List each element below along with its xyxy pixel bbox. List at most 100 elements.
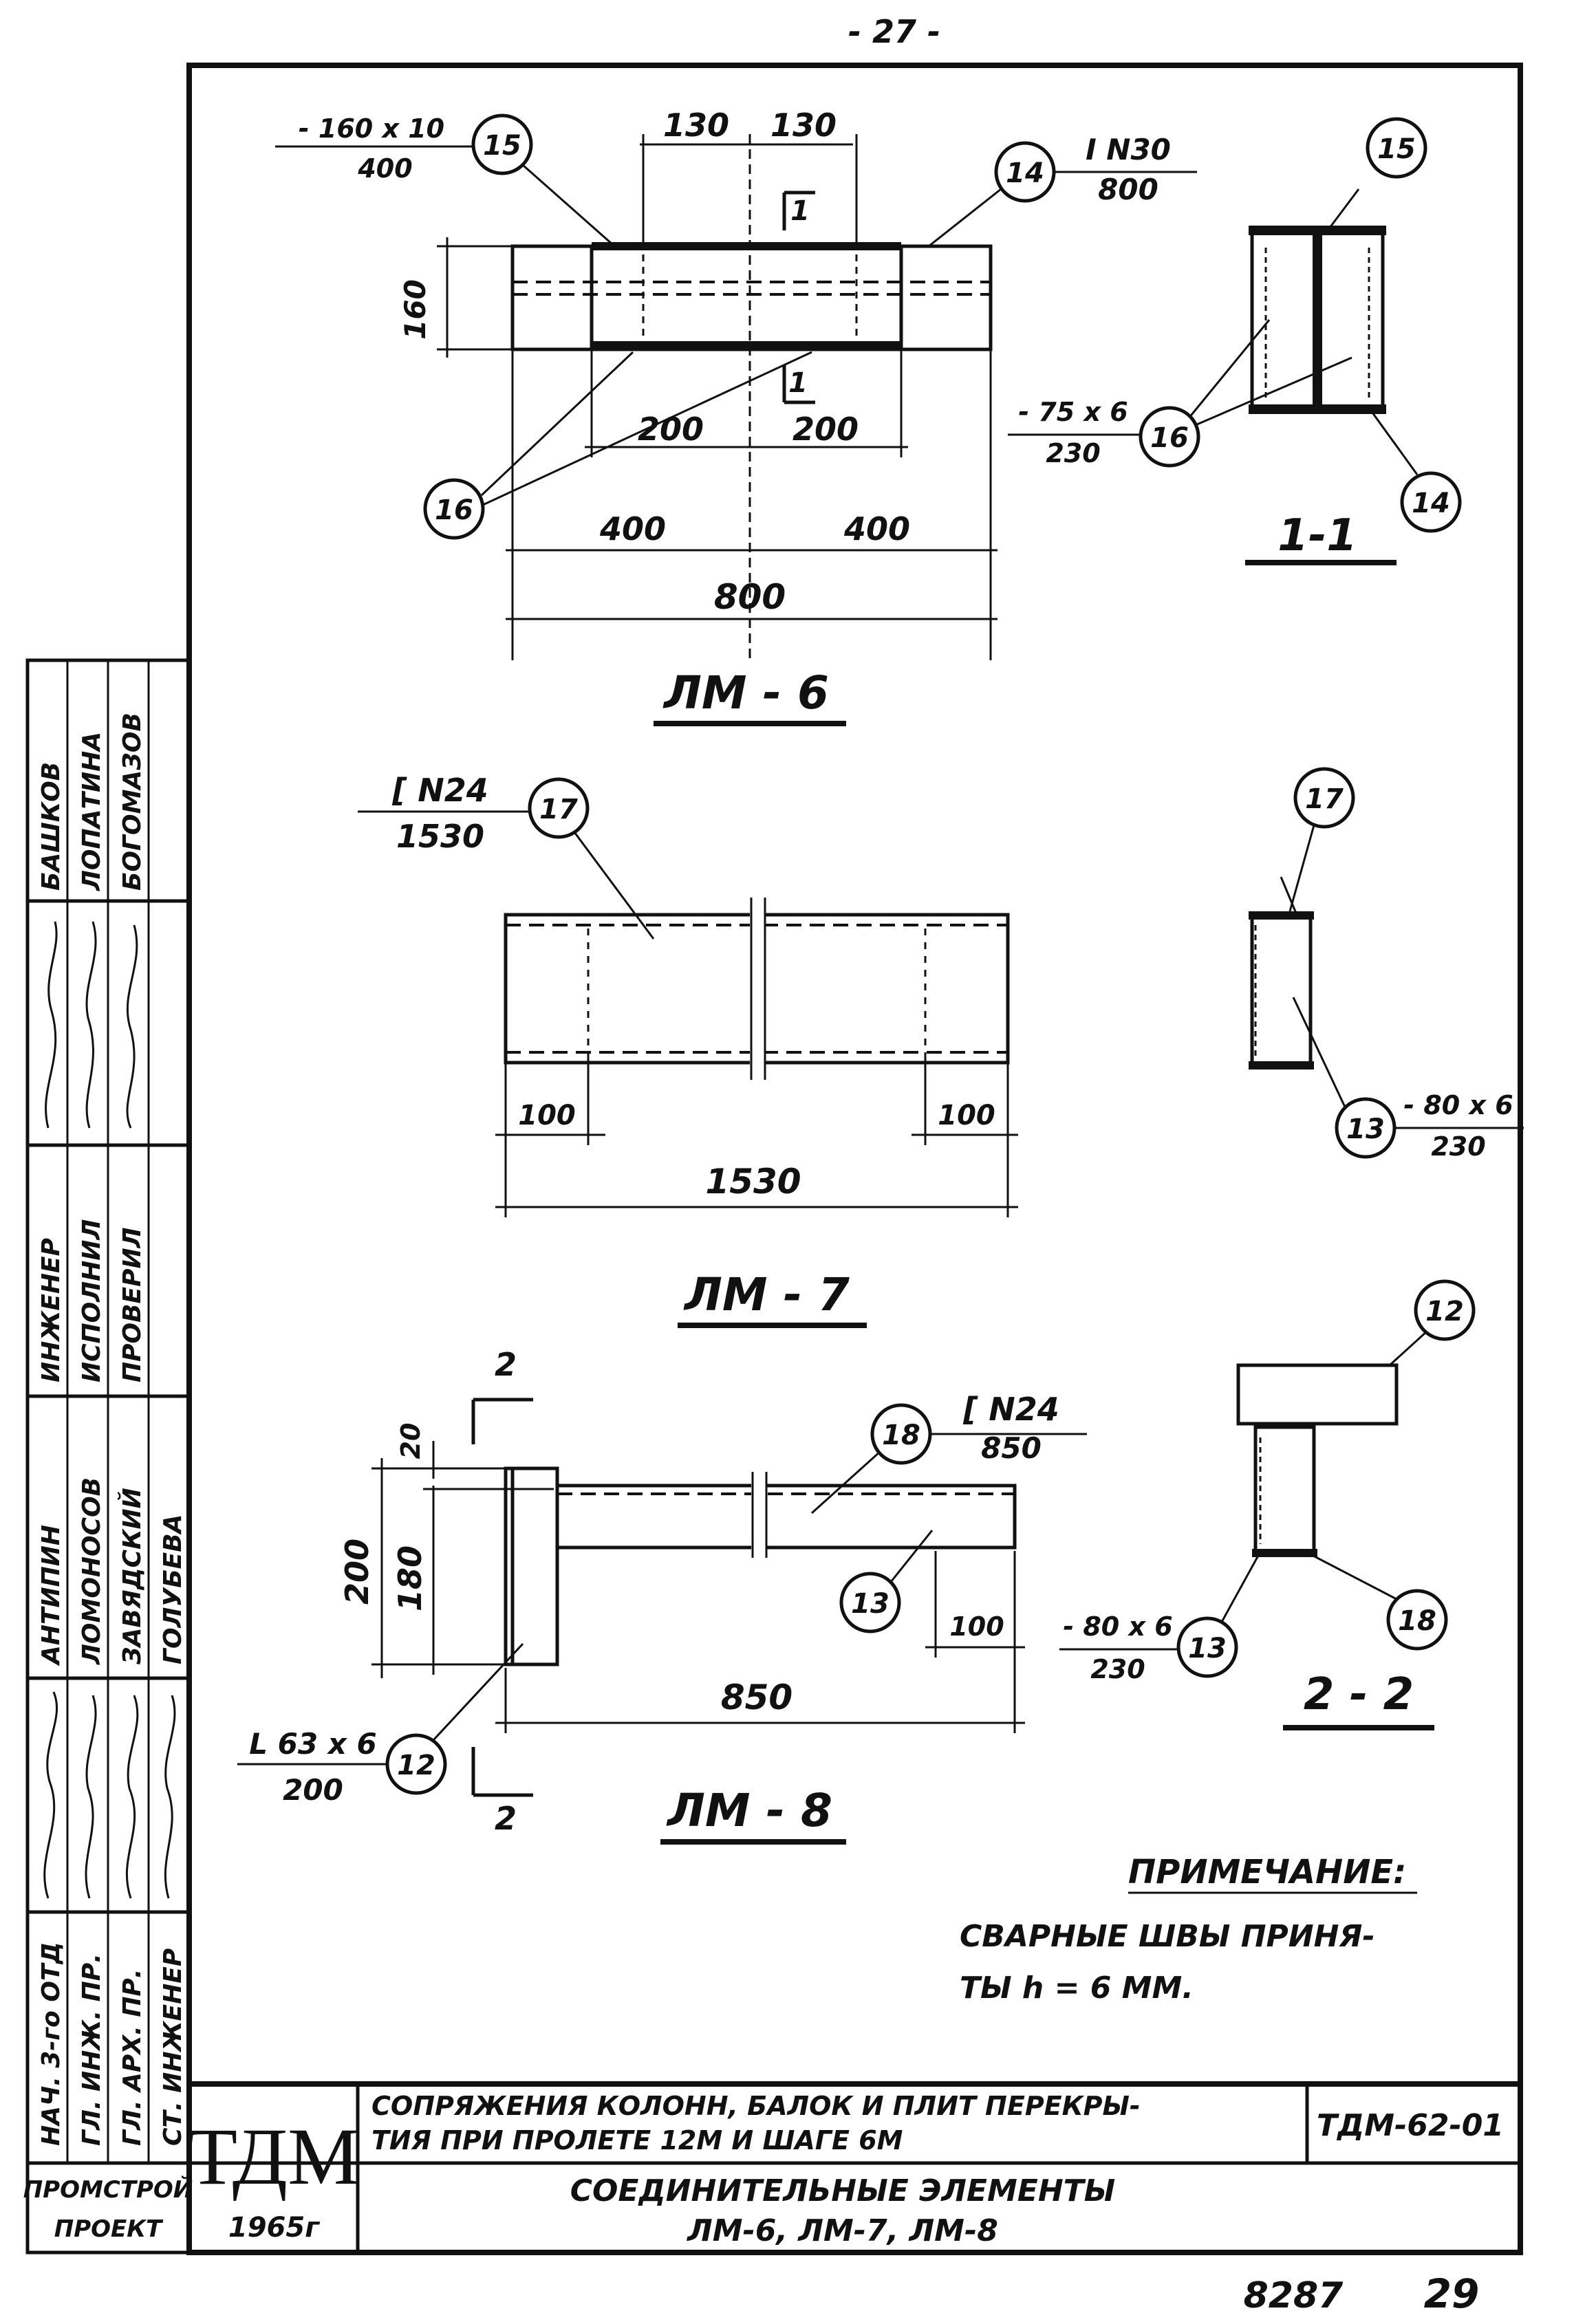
lm7-dim-100b: 100 [938, 1100, 995, 1131]
lm8-dim-200: 200 [338, 1539, 376, 1605]
lm6-callout-15-label-top: - 160 x 10 [299, 113, 444, 144]
lm7-dimensions: 100 100 1530 [495, 1052, 1018, 1217]
tb-org-1: ПРОМСТРОЙ [23, 2175, 193, 2204]
tb-title-1: СОПРЯЖЕНИЯ КОЛОНН, БАЛОК И ПЛИТ ПЕРЕКРЫ- [371, 2091, 1141, 2121]
lm7-bubble-13: 13 [1346, 1114, 1385, 1145]
lm8-section-title: 2 - 2 [1304, 1669, 1414, 1720]
lm7-callout-13-label-top: - 80 x 6 [1403, 1090, 1513, 1120]
lm8-callout-13-label-top: - 80 x 6 [1063, 1611, 1172, 1642]
lm8-section-mark: 2 2 [471, 1346, 533, 1837]
lm8-dim-850: 850 [721, 1677, 792, 1717]
lm8-title: ЛМ - 8 [666, 1784, 832, 1837]
lm8-section-bubble-18: 18 [1398, 1605, 1436, 1637]
lm7-dim-1530: 1530 [705, 1162, 801, 1202]
lm6-dim-200b: 200 [792, 411, 859, 448]
side-stamp: НАЧ. 3-го ОТД ГЛ. ИНЖ. ПР. ГЛ. АРХ. ПР. … [25, 658, 191, 2165]
lm7-callout-13-label-bottom: 230 [1431, 1131, 1485, 1162]
stamp-name-2: ЛОПАТИНА [78, 732, 106, 891]
lm8-section-mark-top: 2 [495, 1346, 517, 1383]
lm8-callout-12: L 63 x 6 200 12 [237, 1642, 524, 1807]
lm8-section-bubble-13: 13 [1188, 1633, 1227, 1664]
lm6-elevation [510, 242, 993, 351]
stamp-role-1: НАЧ. 3-го ОТД [37, 1942, 65, 2146]
lm8-dim-180: 180 [391, 1545, 429, 1611]
lm7-bubble-17: 17 [539, 794, 578, 825]
lm8-bubble-12: 12 [397, 1750, 435, 1781]
lm6-bubble-15: 15 [483, 130, 521, 162]
lm7-section-bubble-17: 17 [1305, 783, 1344, 815]
stamp-role-2: ГЛ. ИНЖ. ПР. [78, 1953, 106, 2146]
lm7-elevation [504, 898, 1010, 1080]
stamp-role-3: ГЛ. АРХ. ПР. [118, 1969, 147, 2146]
note-title: ПРИМЕЧАНИЕ: [1128, 1853, 1406, 1891]
lm8-callout-12-label-top: L 63 x 6 [249, 1727, 376, 1761]
lm7-section: 17 13 - 80 x 6 230 [1249, 767, 1524, 1162]
lm6-callout-14-label-top: I N30 [1086, 133, 1171, 166]
lm6-callout-15-label-bottom: 400 [357, 153, 412, 184]
lm6-bubble-16: 16 [435, 495, 473, 526]
lm6-section-mark-top: 1 [790, 195, 810, 227]
lm6-bubble-14: 14 [1006, 158, 1044, 189]
lm6-dim-800: 800 [714, 577, 786, 617]
lm6-section-mark: 1 1 [782, 191, 815, 404]
lm7-callout-17: [ N24 1530 17 [358, 772, 655, 940]
tb-subtitle-1: СОЕДИНИТЕЛЬНЫЕ ЭЛЕМЕНТЫ [570, 2173, 1116, 2208]
signature-4 [43, 1691, 58, 1899]
stamp-role-name-2: ЛОМОНОСОВ [78, 1477, 106, 1665]
lm6-dim-400a: 400 [599, 510, 666, 547]
lm7-callout-17-label-bottom: 1530 [396, 818, 484, 855]
stamp-position-3: ПРОВЕРИЛ [118, 1227, 147, 1382]
lm8-callout-13-label-bottom: 230 [1090, 1654, 1145, 1684]
lm8-elevation [504, 1466, 1017, 1666]
lm6-dimensions: 130 130 160 200 200 400 400 800 [398, 107, 998, 660]
tb-title-2: ТИЯ ПРИ ПРОЛЕТЕ 12М И ШАГЕ 6М [371, 2125, 903, 2155]
lm6-dim-400b: 400 [843, 510, 910, 547]
tb-org-2: ПРОЕКТ [54, 2215, 164, 2243]
tb-subtitle-2: ЛМ-6, ЛМ-7, ЛМ-8 [686, 2213, 998, 2248]
lm7-callout-17-label-top: [ N24 [391, 772, 488, 809]
signature-5 [85, 1695, 97, 1899]
lm6-section-bubble-14: 14 [1412, 488, 1450, 519]
tb-code: ТДМ-62-01 [1317, 2108, 1504, 2143]
tb-logo: ТДМ [188, 2111, 360, 2202]
stamp-name-1: БАШКОВ [37, 762, 65, 891]
lm8-callout-18: 18 [ N24 850 [810, 1391, 1087, 1514]
lm8-section-mark-bottom: 2 [495, 1800, 517, 1837]
lm7-dim-100a: 100 [518, 1100, 576, 1131]
lm6-section-mark-bottom: 1 [788, 367, 808, 399]
lm6-dim-130b: 130 [770, 107, 837, 144]
lm6-section-title: 1-1 [1277, 510, 1357, 561]
signature-3 [126, 924, 138, 1129]
page-bottom-number-1: 8287 [1244, 2275, 1344, 2316]
lm6-section-bubble-16: 16 [1150, 422, 1189, 454]
lm8-bubble-18: 18 [882, 1420, 920, 1451]
lm8-callout-18-label-bottom: 850 [981, 1431, 1042, 1465]
tb-year: 1965г [228, 2212, 320, 2244]
lm6-callout-15: - 160 x 10 400 15 [275, 113, 613, 246]
stamp-role-name-1: АНТИПИН [37, 1525, 65, 1666]
stamp-position-1: ИНЖЕНЕР [37, 1238, 65, 1382]
title-block: ТДМ 1965г СОПРЯЖЕНИЯ КОЛОНН, БАЛОК И ПЛИ… [188, 2081, 1520, 2252]
lm8-callout-13: 13 [839, 1530, 934, 1633]
signature-2 [85, 921, 97, 1129]
stamp-name-3: БОГОМАЗОВ [118, 713, 147, 891]
lm6-callout-16: 16 [423, 351, 812, 540]
lm6-dim-130a: 130 [663, 107, 729, 144]
page-bottom-number-2: 29 [1424, 2270, 1480, 2317]
lm6-section-1-1: 15 16 - 75 x 6 230 14 1-1 [1008, 117, 1462, 565]
lm8-dim-20: 20 [396, 1423, 426, 1459]
lm6-dim-160: 160 [398, 279, 432, 340]
lm6-section-bubble-15: 15 [1377, 133, 1416, 165]
lm8-dimensions: 20 200 180 100 850 [338, 1423, 1025, 1733]
note-line-1: СВАРНЫЕ ШВЫ ПРИНЯ- [960, 1919, 1375, 1954]
lm6-callout-14: 14 I N30 800 [928, 133, 1197, 248]
lm7-title: ЛМ - 7 [683, 1268, 850, 1321]
stamp-role-4: СТ. ИНЖЕНЕР [159, 1948, 187, 2146]
lm8-section-bubble-12: 12 [1425, 1296, 1464, 1327]
lm8-bubble-13: 13 [851, 1588, 889, 1620]
signature-1 [45, 921, 58, 1129]
note-block: ПРИМЕЧАНИЕ: СВАРНЫЕ ШВЫ ПРИНЯ- ТЫ h = 6 … [960, 1853, 1417, 2006]
lm8-section-2-2: 12 18 13 - 80 x 6 230 2 - 2 [1059, 1279, 1476, 1730]
lm8-callout-12-label-bottom: 200 [283, 1773, 343, 1807]
